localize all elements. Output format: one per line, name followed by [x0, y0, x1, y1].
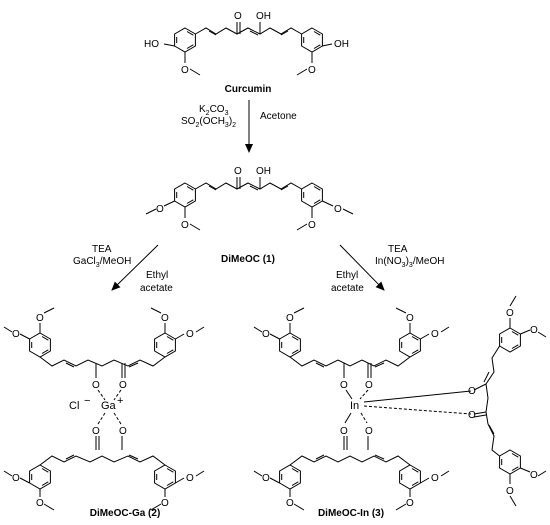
methoxy-o-right: O [308, 65, 316, 76]
ga-solvent-line2: acetate [140, 283, 173, 294]
o-ga-9: O [12, 473, 20, 484]
o-in-18: O [468, 410, 476, 421]
o-in-17: O [468, 386, 476, 397]
o-ga-8: O [119, 426, 127, 437]
in-reagent-salt: In(NO3)3/MeOH [375, 256, 445, 269]
o-ga-6: O [119, 380, 127, 391]
o-1b: O [181, 220, 189, 231]
dimeoc-ga-label: DiMeOC-Ga (2) [90, 508, 161, 519]
step1-solvent: Acetone [260, 111, 297, 122]
o-in-10: O [286, 498, 294, 509]
o-ga-10: O [36, 498, 44, 509]
dimeoc-in-label: DiMeOC-In (3) [318, 508, 384, 519]
dimeoc-label: DiMeOC (1) [221, 254, 275, 265]
o-ga-5: O [92, 380, 100, 391]
methoxy-o-left: O [181, 65, 189, 76]
o-in-13: O [530, 325, 538, 336]
keto-o-label: O [234, 11, 242, 22]
dimeoc-ga-structure: O O O O O O Ga + Cl − O O [3, 307, 205, 511]
o-1a: O [156, 204, 164, 215]
o-ga-1: O [12, 329, 20, 340]
step1-reagent-k2co3: K2CO3 [199, 104, 229, 117]
curcumin-structure: HO O OH O O OH [144, 11, 349, 76]
dimeoc-in-structure: O O O O O O In O O [253, 295, 547, 511]
ga-reagent-salt: GaCl3/MeOH [73, 256, 131, 269]
chloride-charge: − [84, 395, 90, 407]
o-in-7: O [340, 426, 348, 437]
o-1e: O [234, 166, 242, 177]
o-in-15: O [530, 470, 538, 481]
hydroxyl-right-label: OH [334, 39, 349, 50]
o-in-2: O [286, 313, 294, 324]
hydroxyl-left-label: HO [144, 39, 159, 50]
ga-reagent-tea: TEA [92, 244, 112, 255]
step1-reagent-dms: SO2(OCH3)2 [181, 116, 236, 129]
o-in-5: O [340, 380, 348, 391]
o-in-14: O [506, 308, 514, 319]
o-ga-11: O [186, 473, 194, 484]
o-ga-12: O [161, 498, 169, 509]
o-in-1: O [262, 329, 270, 340]
chloride-label: Cl [69, 400, 79, 412]
o-in-4: O [406, 313, 414, 324]
o-in-6: O [365, 380, 373, 391]
gallium-charge: + [117, 395, 123, 407]
gallium-label: Ga [101, 400, 117, 412]
reaction-arrow-in [339, 244, 385, 291]
enol-oh-label: OH [256, 11, 271, 22]
o-in-9: O [262, 473, 270, 484]
dimeoc-structure: O O O O O OH [145, 166, 354, 231]
o-ga-3: O [186, 329, 194, 340]
ga-solvent-line1: Ethyl [146, 270, 168, 281]
o-ga-4: O [161, 313, 169, 324]
o-1c: O [334, 204, 342, 215]
reaction-arrow-ga [111, 244, 159, 291]
o-in-12: O [406, 498, 414, 509]
o-in-11: O [431, 473, 439, 484]
indium-label: In [350, 400, 359, 412]
o-ga-2: O [36, 313, 44, 324]
curcumin-label: Curcumin [225, 84, 272, 95]
in-solvent-line2: acetate [331, 283, 364, 294]
o-ga-7: O [92, 426, 100, 437]
in-solvent-line1: Ethyl [336, 270, 358, 281]
o-in-8: O [365, 426, 373, 437]
in-reagent-tea: TEA [388, 244, 408, 255]
o-in-16: O [506, 486, 514, 497]
o-1d: O [308, 220, 316, 231]
o-in-3: O [431, 329, 439, 340]
oh-1: OH [256, 166, 271, 177]
